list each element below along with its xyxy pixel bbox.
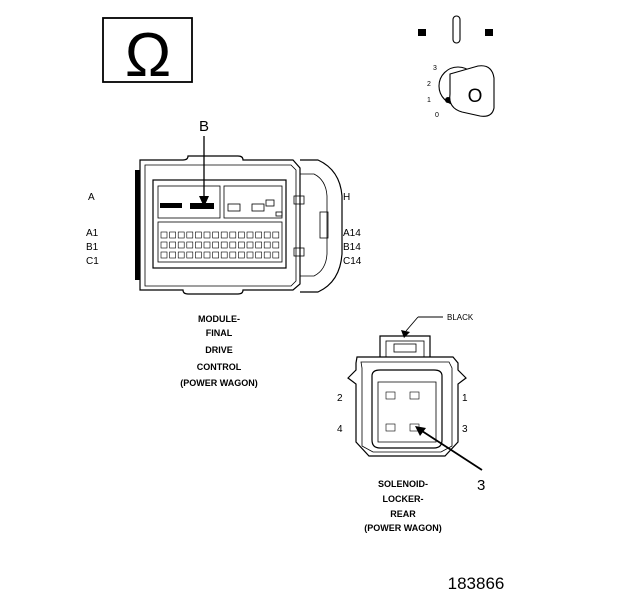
key-position-3: 3 xyxy=(433,65,437,72)
pin-callout: 3 xyxy=(477,477,485,494)
ohmmeter-symbol: Ω xyxy=(102,17,193,90)
module-pin xyxy=(246,241,254,249)
module-connector: B A H A1 B1 C1 A14 B14 C14 xyxy=(86,118,362,388)
module-pin xyxy=(177,251,185,259)
cavity-4 xyxy=(385,423,396,432)
module-pin xyxy=(160,241,168,249)
pin-callout-arrow-icon xyxy=(415,426,426,436)
row-label-h: H xyxy=(343,192,350,203)
pin-number-3: 3 xyxy=(462,424,468,435)
module-caption: MODULE- FINAL DRIVE CONTROL (POWER WAGON… xyxy=(180,314,258,388)
pin-label-b14: B14 xyxy=(343,242,361,253)
callout-arrow-icon xyxy=(199,196,209,207)
cavity-1 xyxy=(409,391,420,400)
module-pin xyxy=(169,251,176,259)
module-caption-line-1: MODULE- xyxy=(198,314,240,324)
connector-side-strip xyxy=(135,170,140,280)
module-pin xyxy=(195,241,202,249)
module-pin xyxy=(246,231,254,239)
ohm-symbol-icon: Ω xyxy=(125,21,171,90)
module-pin xyxy=(238,231,245,239)
module-pin xyxy=(195,251,202,259)
solenoid-caption-line-4: (POWER WAGON) xyxy=(364,523,442,533)
key-position-2: 2 xyxy=(427,81,431,88)
module-pin xyxy=(263,231,271,239)
solenoid-connector: BLACK 2 1 4 3 3 SOLENOID- LOCKER- REA xyxy=(337,313,485,533)
module-pin xyxy=(203,231,211,239)
module-pin xyxy=(160,231,168,239)
module-caption-line-3: DRIVE xyxy=(205,345,233,355)
key-marker-center xyxy=(452,15,461,44)
figure-id: 183866 xyxy=(448,574,505,593)
module-pin-grid xyxy=(160,231,280,259)
pin-number-4: 4 xyxy=(337,424,343,435)
module-pin xyxy=(255,251,262,259)
key-marker-left xyxy=(418,29,426,36)
module-pin xyxy=(263,241,271,249)
module-pin xyxy=(220,231,228,239)
module-pin xyxy=(255,231,262,239)
callout-b: B xyxy=(199,118,209,135)
key-position-0: 0 xyxy=(435,112,439,119)
module-pin xyxy=(272,231,280,239)
module-pin xyxy=(229,231,237,239)
module-pin xyxy=(186,251,194,259)
module-pin xyxy=(212,241,219,249)
module-pin xyxy=(160,251,168,259)
module-pin xyxy=(186,231,194,239)
connector-latch xyxy=(300,159,343,293)
module-pin xyxy=(263,251,271,259)
module-pin xyxy=(169,241,176,249)
pin-label-c14: C14 xyxy=(343,256,362,267)
pin-number-2: 2 xyxy=(337,393,343,404)
module-pin xyxy=(229,251,237,259)
module-pin xyxy=(203,241,211,249)
module-pin xyxy=(177,241,185,249)
key-position-1: 1 xyxy=(427,97,431,104)
module-caption-line-2: FINAL xyxy=(206,328,233,338)
solenoid-caption-line-3: REAR xyxy=(390,509,416,519)
pin-number-1: 1 xyxy=(462,393,468,404)
module-caption-line-4: CONTROL xyxy=(197,362,242,372)
module-pin xyxy=(272,241,280,249)
module-pin xyxy=(186,241,194,249)
solenoid-caption-line-1: SOLENOID- xyxy=(378,479,428,489)
key-marker-right xyxy=(485,29,493,36)
pin-label-a1: A1 xyxy=(86,228,99,239)
pin-label-c1: C1 xyxy=(86,256,99,267)
module-pin xyxy=(220,251,228,259)
module-pin xyxy=(238,241,245,249)
module-pin xyxy=(246,251,254,259)
solenoid-caption-line-2: LOCKER- xyxy=(383,494,424,504)
ignition-key-symbol: O 3 2 1 0 xyxy=(418,15,495,119)
cavity-2 xyxy=(385,391,396,400)
module-pin xyxy=(220,241,228,249)
module-pin xyxy=(272,251,280,259)
module-pin xyxy=(212,251,219,259)
module-pin xyxy=(212,231,219,239)
color-arrow-icon xyxy=(401,330,410,338)
module-pin xyxy=(169,231,176,239)
module-pin xyxy=(238,251,245,259)
module-pin xyxy=(195,231,202,239)
module-pin xyxy=(229,241,237,249)
key-letter: O xyxy=(468,86,483,107)
module-pin xyxy=(177,231,185,239)
module-caption-line-5: (POWER WAGON) xyxy=(180,378,258,388)
pin-label-a14: A14 xyxy=(343,228,361,239)
key-icon xyxy=(449,65,495,117)
row-label-a: A xyxy=(88,192,95,203)
module-pin xyxy=(255,241,262,249)
pin-label-b1: B1 xyxy=(86,242,99,253)
solenoid-caption: SOLENOID- LOCKER- REAR (POWER WAGON) xyxy=(364,479,442,533)
connector-color-label: BLACK xyxy=(447,313,474,322)
module-pin xyxy=(203,251,211,259)
